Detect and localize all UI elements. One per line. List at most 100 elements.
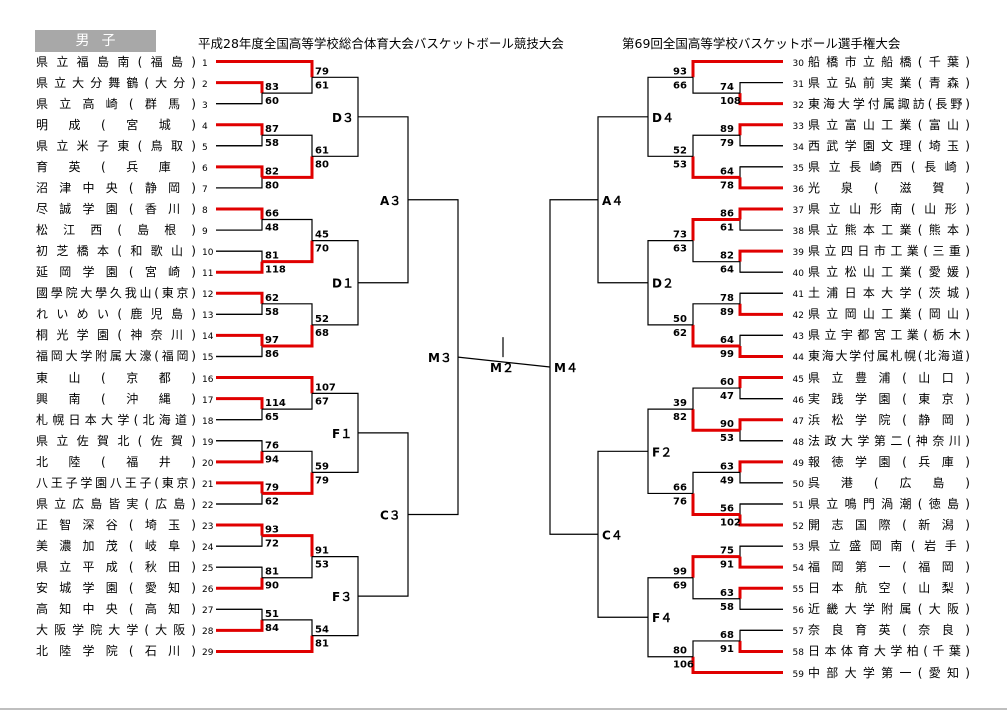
team-entry: 32 東海大学付属諏訪(長野) <box>784 96 970 112</box>
team-name: 浜松学院(静岡) <box>808 412 970 427</box>
team-seed: 8 <box>202 205 208 216</box>
score-top: 75 <box>720 546 734 557</box>
team-name: 桐光学園(神奈川) <box>36 328 196 343</box>
score-bottom: 58 <box>720 602 734 613</box>
team-seed: 35 <box>792 163 804 174</box>
team-seed: 28 <box>202 627 214 638</box>
score-bottom: 79 <box>315 475 329 486</box>
team-seed: 36 <box>792 184 804 195</box>
team-seed: 53 <box>792 543 804 554</box>
score-top: 114 <box>265 398 286 409</box>
match-bracket <box>216 292 263 315</box>
team-entry: 興南(沖縄)17 <box>36 391 220 407</box>
score-top: 90 <box>720 419 734 430</box>
winner-path <box>691 218 740 241</box>
match-bracket <box>739 124 783 147</box>
team-seed: 1 <box>202 58 208 69</box>
match-bracket <box>739 587 783 610</box>
score-bottom: 108 <box>720 96 741 107</box>
winner-path <box>216 207 264 220</box>
match-bracket <box>216 124 263 147</box>
score-top: 76 <box>265 440 279 451</box>
winner-path <box>738 303 783 316</box>
team-name: 日本航空(山梨) <box>808 581 970 596</box>
score-top: 82 <box>265 166 279 177</box>
score-bottom: 58 <box>265 307 279 318</box>
team-name: 県立佐賀北(佐賀) <box>36 433 196 448</box>
match-bracket <box>216 398 263 421</box>
score-top: 83 <box>265 82 279 93</box>
team-seed: 17 <box>202 395 214 406</box>
winner-path <box>262 635 314 653</box>
round-label-d4: D４ <box>652 111 674 125</box>
team-entry: 國學院大學久我山(東京)12 <box>36 285 220 301</box>
team-name: れいめい(鹿児島) <box>36 307 196 322</box>
team-name: 県立高崎(群馬) <box>36 96 196 111</box>
score-bottom: 68 <box>315 328 329 339</box>
score-top: 73 <box>673 230 687 241</box>
match-bracket <box>739 419 783 442</box>
score-top: 63 <box>720 461 734 472</box>
team-seed: 52 <box>792 522 804 533</box>
match-bracket <box>739 629 783 653</box>
score-bottom: 99 <box>720 349 734 360</box>
score-top: 52 <box>315 314 329 325</box>
team-seed: 9 <box>202 227 208 238</box>
score-bottom: 102 <box>720 518 741 529</box>
team-seed: 38 <box>792 227 804 238</box>
score-bottom: 60 <box>265 96 279 107</box>
match-bracket <box>739 250 783 273</box>
team-name: 北陸(福井) <box>36 454 196 469</box>
score-top: 56 <box>720 504 734 515</box>
score-bottom: 91 <box>720 560 734 571</box>
match-bracket <box>216 566 263 589</box>
score-top: 79 <box>315 66 329 77</box>
score-top: 99 <box>673 567 687 578</box>
score-bottom: 78 <box>720 180 734 191</box>
winner-path <box>691 493 740 517</box>
team-seed: 32 <box>792 100 804 111</box>
score-bottom: 62 <box>265 496 279 507</box>
match-bracket <box>739 166 783 189</box>
team-entry: 尽誠学園(香川)8 <box>36 201 220 217</box>
team-seed: 6 <box>202 163 208 174</box>
team-seed: 5 <box>202 142 208 153</box>
team-seed: 7 <box>202 184 208 195</box>
winner-path <box>216 523 264 536</box>
score-bottom: 80 <box>265 180 279 191</box>
gender-badge: 男子 <box>35 30 156 52</box>
score-top: 81 <box>265 251 279 262</box>
winner-path <box>691 60 740 78</box>
score-top: 54 <box>315 625 329 636</box>
team-seed: 14 <box>202 332 214 343</box>
score-top: 68 <box>720 630 734 641</box>
score-bottom: 81 <box>315 639 329 650</box>
winner-path <box>216 619 264 632</box>
score-top: 61 <box>315 145 329 156</box>
team-seed: 45 <box>792 374 804 385</box>
round-label-d3: D３ <box>332 111 354 125</box>
team-seed: 22 <box>202 500 214 511</box>
team-seed: 23 <box>202 522 214 533</box>
team-seed: 34 <box>792 142 804 153</box>
match-bracket <box>739 208 783 231</box>
match-bracket <box>739 503 783 526</box>
score-bottom: 76 <box>673 496 687 507</box>
score-top: 62 <box>265 293 279 304</box>
score-top: 60 <box>720 377 734 388</box>
team-entry: 安城学園(愛知)26 <box>36 580 220 596</box>
team-name: 東海大学付属諏訪(長野) <box>808 96 970 111</box>
team-name: 県立大分舞鶴(大分) <box>36 75 196 90</box>
winner-path <box>691 555 740 578</box>
score-top: 63 <box>720 588 734 599</box>
score-top: 79 <box>265 482 279 493</box>
team-name: 松江西(島根) <box>36 223 196 238</box>
team-name: 初芝橋本(和歌山) <box>36 244 196 259</box>
